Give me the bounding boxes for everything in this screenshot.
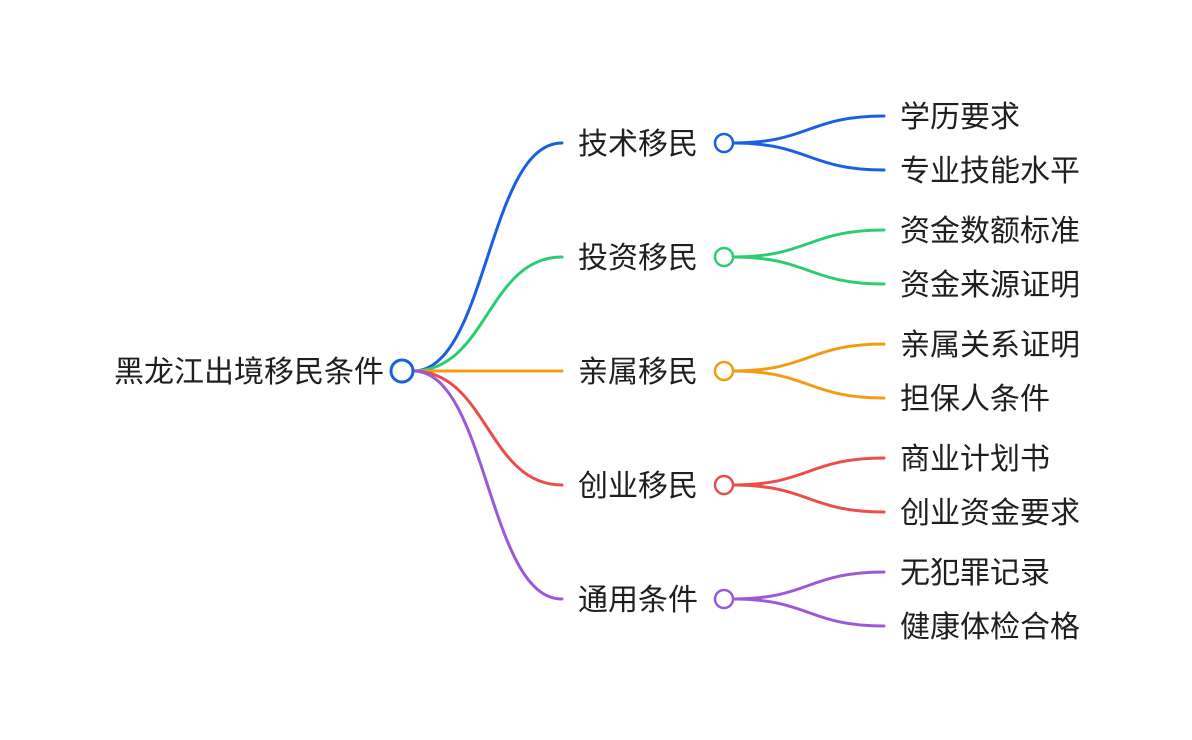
link-branch-4-to-leaf-2	[731, 483, 886, 514]
link-root-to-branch-2	[411, 255, 564, 373]
link-root-to-branch-5	[411, 369, 564, 601]
branch-node-label-1[interactable]: 技术移民	[578, 127, 698, 162]
branch-node-label-3[interactable]: 亲属移民	[578, 355, 698, 390]
root-node-circle[interactable]	[389, 358, 415, 384]
mindmap-links	[411, 114, 886, 628]
branch-node-circle-2[interactable]	[713, 246, 735, 268]
root-node-label[interactable]: 黑龙江出境移民条件	[114, 355, 384, 390]
leaf-node-label-1-2[interactable]: 专业技能水平	[900, 154, 1080, 189]
leaf-node-label-5-2[interactable]: 健康体检合格	[900, 610, 1080, 645]
link-branch-1-to-leaf-2	[731, 141, 886, 172]
link-branch-2-to-leaf-2	[731, 255, 886, 286]
branch-node-circle-1[interactable]	[713, 132, 735, 154]
link-root-to-branch-4	[411, 369, 564, 487]
leaf-node-label-4-1[interactable]: 商业计划书	[900, 442, 1050, 477]
link-root-to-branch-1	[411, 141, 564, 373]
link-branch-4-to-leaf-1	[731, 456, 886, 487]
leaf-node-label-1-1[interactable]: 学历要求	[900, 100, 1020, 135]
leaf-node-label-2-2[interactable]: 资金来源证明	[900, 268, 1080, 303]
branch-node-circle-3[interactable]	[713, 360, 735, 382]
link-branch-5-to-leaf-2	[731, 597, 886, 628]
leaf-node-label-3-2[interactable]: 担保人条件	[900, 382, 1050, 417]
branch-node-circle-4[interactable]	[713, 474, 735, 496]
branch-node-circle-5[interactable]	[713, 588, 735, 610]
leaf-node-label-5-1[interactable]: 无犯罪记录	[900, 556, 1050, 591]
branch-node-label-5[interactable]: 通用条件	[578, 583, 698, 618]
leaf-node-label-3-1[interactable]: 亲属关系证明	[900, 328, 1080, 363]
link-branch-5-to-leaf-1	[731, 570, 886, 601]
leaf-node-label-4-2[interactable]: 创业资金要求	[900, 496, 1080, 531]
link-branch-2-to-leaf-1	[731, 228, 886, 259]
link-branch-1-to-leaf-1	[731, 114, 886, 145]
branch-node-label-4[interactable]: 创业移民	[578, 469, 698, 504]
link-branch-3-to-leaf-2	[731, 369, 886, 400]
leaf-node-label-2-1[interactable]: 资金数额标准	[900, 214, 1080, 249]
branch-node-label-2[interactable]: 投资移民	[578, 241, 698, 276]
link-branch-3-to-leaf-1	[731, 342, 886, 373]
